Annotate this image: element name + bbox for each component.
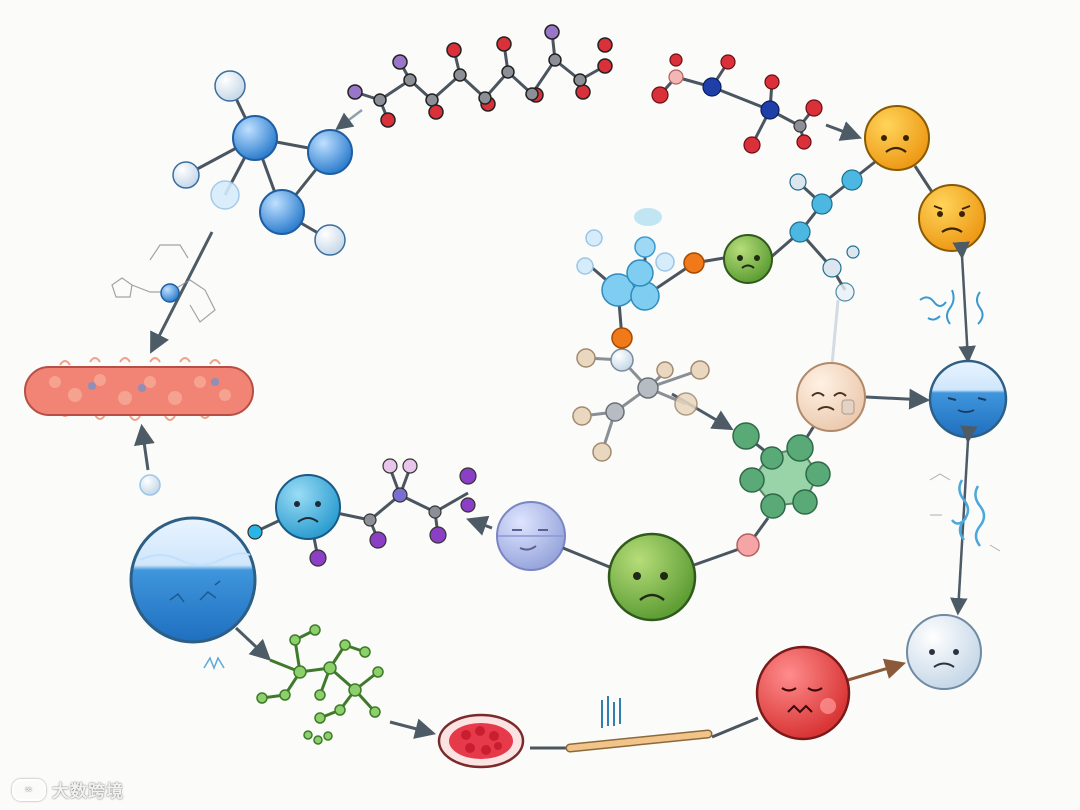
worried-orange-face-icon [918,184,986,252]
faint-ring-structure [111,244,216,323]
watermark: ∞ 大数跨境 [12,777,124,802]
rod-filament-icon [530,696,713,753]
red-face-icon [755,645,851,741]
sad-orange-face-icon [864,105,930,171]
bond-rod-to-red [711,716,759,739]
arrow-to-bacterium-from-water [133,423,155,471]
blue-molecule [172,70,353,256]
carbon-chain-atoms [347,24,613,128]
green-hexagon-molecule [732,403,831,519]
faint-structure-right [929,473,1001,552]
squiggle-filaments-lower [951,479,986,547]
big-green-face-icon [607,532,697,622]
small-blue-node [160,283,180,303]
arrow-lavender-to-chain [466,515,493,536]
arrow-plant-to-cell [389,718,437,739]
purple-chain-atoms [247,458,477,567]
water-droplet-sphere-icon [129,516,257,644]
bond-orange-orange [913,165,934,193]
lavender-face-icon [496,501,566,571]
peach-face-icon [796,362,866,432]
small-bubble-icon [139,474,161,496]
red-cell-icon [437,713,525,769]
plant-branch-icon [203,624,384,745]
nitro-molecule [651,53,823,154]
carbon-chain-molecule [354,31,606,121]
arrow-peach-to-blue [865,388,931,410]
arrow-orange-to-blue [952,241,976,364]
green-face-icon [723,234,773,284]
rod-bacterium-icon [24,357,254,421]
blue-face-icon [275,474,341,540]
beige-molecule [572,338,710,462]
watermark-text: 大数跨境 [52,782,124,802]
arrow-to-blue-molecule [335,109,363,131]
light-blue-cluster [576,208,725,349]
bond-lavender-green [562,546,613,570]
bond-pink-to-ring [753,517,770,537]
pink-atom [736,533,760,557]
arrow-red-to-pale [847,658,907,682]
arrow-blue-to-pale [950,425,978,616]
arrow-to-orange-face [825,121,862,141]
blue-face-sphere-icon [928,359,1008,439]
watermark-logo-icon: ∞ [12,778,46,801]
pale-blue-face-icon [906,614,982,690]
arrow-to-bacterium [150,231,214,354]
faint-link-to-peach [830,299,840,366]
teal-chain-atoms [789,169,863,302]
squiggle-filaments-upper [919,289,984,325]
bond-green-to-pink [693,546,743,567]
